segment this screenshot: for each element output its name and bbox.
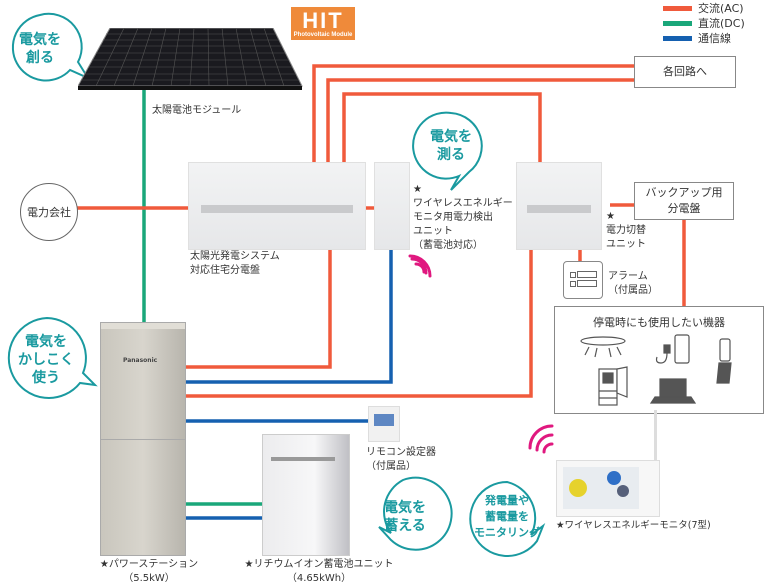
energy-monitor-label: ★ワイヤレスエネルギーモニタ(7型) [556,520,711,531]
remote-controller-image [368,406,400,442]
laptop-icon [649,378,697,404]
alarm-icon [563,261,603,299]
solar-panel-image [78,28,303,90]
ac-line-dist-ps [186,248,332,369]
backup-devices-box: 停電時にも使用したい機器 [554,306,764,414]
energy-monitor-image [556,460,660,517]
solar-module-label: 太陽電池モジュール [152,105,242,116]
bubble-monitor [469,480,546,557]
distribution-board-label: 太陽光発電システム 対応住宅分電盤 [190,251,280,276]
remote-controller-label: リモコン設定器 （付属品） [366,447,436,472]
bubble-create [11,12,91,82]
wireless-signal-icon-sensor [408,254,430,276]
power-station-label: ★パワーステーション （5.5kW） [99,559,199,584]
bubble-store [378,476,453,551]
outlet-plug-icon [655,334,690,364]
switch-unit-label: ★ 電力切替 ユニット [606,211,646,250]
ac-line-circuit-2 [326,78,634,162]
ac-line-circuit-1 [312,64,634,162]
legend-ac: 交流(AC) [663,0,744,16]
bubble-use [7,316,98,399]
bubble-use-text: 電気を かしこく 使う [18,334,74,386]
battery-unit-image [262,434,350,556]
legend-dc-swatch [663,20,692,26]
bubble-measure-text: 電気を 測る [430,129,472,163]
each-circuit-box: 各回路へ [634,56,736,88]
legend-ac-swatch [663,5,692,11]
wireless-signal-icon-monitor [528,424,554,454]
comm-line-sensor-ps [186,250,393,384]
sensor-unit-label: ★ ワイヤレスエネルギー モニタ用電力検出 ユニット （蓄電池対応） [413,184,513,251]
bubble-create-text: 電気を 創る [19,32,61,66]
power-company-node: 電力会社 [20,183,78,241]
bubble-monitor-text: 発電量や 蓄電量を モニタリング [474,494,540,539]
refrigerator-icon [598,366,628,406]
legend-dc: 直流(DC) [663,15,745,31]
legend-comm-swatch [663,35,692,41]
ac-line-switch-ps [186,248,533,398]
hit-logo: HIT Photovoltaic Module [291,7,355,40]
ac-line-dist-switch [342,92,542,162]
mobile-phone-icon [716,338,732,384]
distribution-board-image [188,162,366,250]
power-station-image: Panasonic [100,322,186,556]
bubble-measure [412,111,483,191]
bubble-store-text: 電気を 蓄える [384,500,426,534]
switch-unit-image [516,162,602,250]
sensor-unit-image [374,162,410,250]
monitor-antenna [654,410,657,466]
alarm-label: アラーム （付属品） [608,271,658,296]
ceiling-light-icon [580,336,626,358]
battery-unit-label: ★リチウムイオン蓄電池ユニット （4.65kWh） [244,559,394,584]
legend-comm: 通信線 [663,30,731,46]
backup-board-box: バックアップ用 分電盤 [634,182,734,220]
